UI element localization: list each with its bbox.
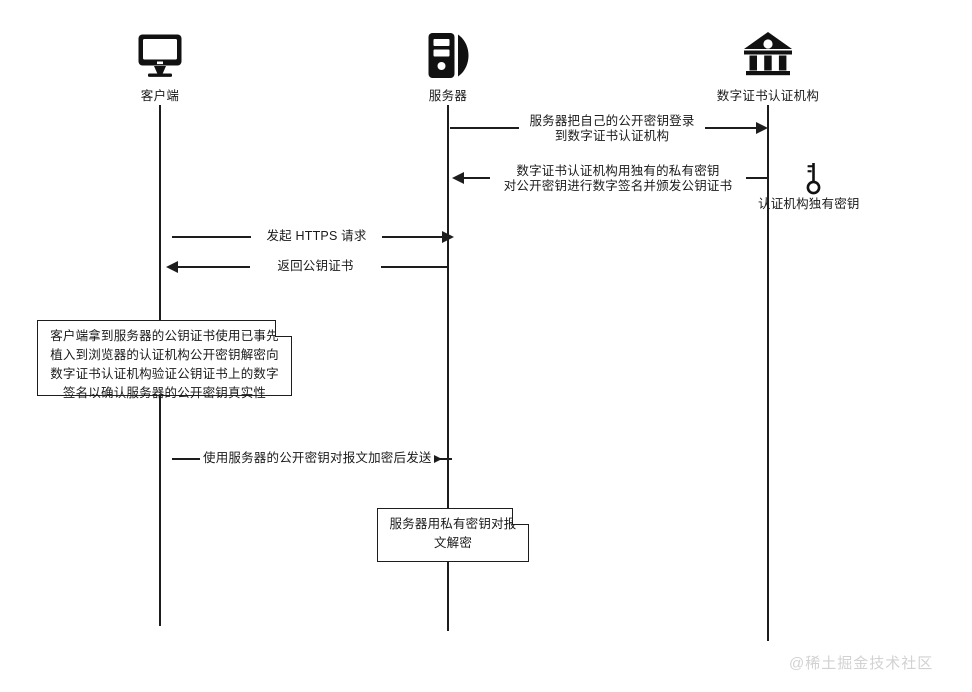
lifeline-server — [447, 105, 449, 631]
server-tower-icon — [427, 31, 471, 86]
note-fold-corner-icon — [512, 508, 529, 525]
note-client-verify-text: 客户端拿到服务器的公钥证书使用已事先植入到浏览器的认证机构公开密钥解密向数字证书… — [50, 329, 279, 400]
lifeline-ca — [767, 105, 769, 641]
arrowhead-sign-and-issue-cert — [452, 172, 464, 184]
message-label-register-public-key-line2: 到数字证书认证机构 — [519, 128, 705, 144]
message-label-register-public-key-line1: 服务器把自己的公开密钥登录 — [519, 113, 705, 129]
actor-label-ca: 数字证书认证机构 — [716, 89, 820, 103]
watermark: @稀土掘金技术社区 — [789, 655, 934, 672]
actor-label-server: 服务器 — [428, 89, 468, 103]
note-server-decrypt-text: 服务器用私有密钥对报文解密 — [389, 517, 517, 550]
arrowhead-return-public-key-cert — [166, 261, 178, 273]
key-icon — [803, 162, 825, 201]
message-label-encrypt-and-send: 使用服务器的公开密钥对报文加密后发送 — [200, 450, 434, 466]
arrowhead-register-public-key — [756, 122, 768, 134]
bank-institution-icon — [742, 31, 794, 84]
desktop-monitor-icon — [137, 33, 183, 83]
message-label-sign-and-issue-cert-line2: 对公开密钥进行数字签名并颁发公钥证书 — [490, 178, 746, 194]
key-label-ca-private-key: 认证机构独有密钥 — [758, 197, 860, 211]
message-label-https-request: 发起 HTTPS 请求 — [251, 228, 382, 244]
message-label-return-public-key-cert: 返回公钥证书 — [250, 258, 381, 274]
note-client-verify: 客户端拿到服务器的公钥证书使用已事先植入到浏览器的认证机构公开密钥解密向数字证书… — [37, 320, 292, 400]
note-server-decrypt: 服务器用私有密钥对报文解密 — [377, 508, 529, 562]
message-label-sign-and-issue-cert-line1: 数字证书认证机构用独有的私有密钥 — [490, 163, 746, 179]
arrowhead-https-request — [442, 231, 454, 243]
note-fold-corner-icon — [275, 320, 292, 337]
actor-label-client: 客户端 — [140, 89, 180, 103]
